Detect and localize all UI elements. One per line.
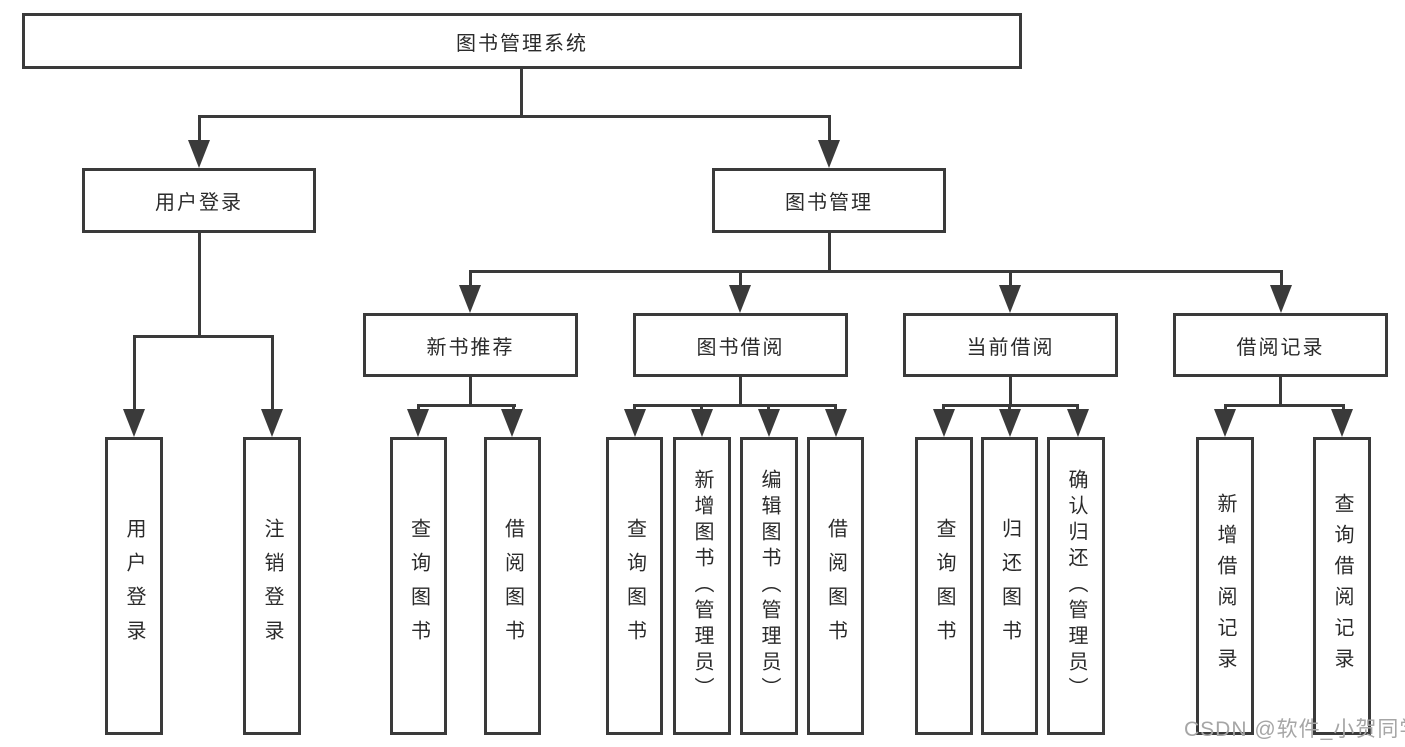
connector-current-stem xyxy=(1009,377,1012,407)
arrow-down-icon xyxy=(729,285,751,313)
leaf-borrow-query-books-label: 查询图书 xyxy=(623,518,646,654)
leaf-return-books: 归还图书 xyxy=(981,437,1038,735)
connector-leaf-drop xyxy=(700,404,703,411)
connector-borrow-stem xyxy=(739,377,742,407)
node-borrow-records-label: 借阅记录 xyxy=(1236,336,1325,359)
leaf-query-borrow-record-label: 查询借阅记录 xyxy=(1331,493,1353,679)
connector-leaf-drop xyxy=(1224,404,1227,411)
connector-records-stem xyxy=(1279,377,1282,407)
connector-user-stem xyxy=(198,233,201,338)
arrow-down-icon xyxy=(123,409,145,437)
leaf-edit-books-admin: 编辑图书（管理员） xyxy=(740,437,798,735)
node-root-label: 图书管理系统 xyxy=(456,32,588,55)
node-new-book-recommend-label: 新书推荐 xyxy=(426,336,515,359)
node-user-login-group-label: 用户登录 xyxy=(155,192,243,214)
node-borrow-records: 借阅记录 xyxy=(1173,313,1388,377)
arrow-down-icon xyxy=(691,409,713,437)
connector-leaf-drop xyxy=(512,404,515,411)
node-book-borrow: 图书借阅 xyxy=(633,313,848,377)
connector-recommend-stem xyxy=(469,377,472,407)
connector-borrow-bar xyxy=(633,404,837,407)
connector-borrow-drop xyxy=(739,270,742,287)
leaf-return-books-label: 归还图书 xyxy=(998,518,1021,654)
arrow-down-icon xyxy=(624,409,646,437)
leaf-current-query-books-label: 查询图书 xyxy=(933,518,955,654)
leaf-logout-label: 注销登录 xyxy=(261,518,283,654)
leaf-current-query-books: 查询图书 xyxy=(915,437,973,735)
leaf-recommend-query-books: 查询图书 xyxy=(390,437,447,735)
arrow-down-icon xyxy=(999,409,1021,437)
leaf-edit-books-admin-label: 编辑图书（管理员） xyxy=(758,469,780,703)
node-current-borrow-label: 当前借阅 xyxy=(966,336,1055,359)
leaf-logout: 注销登录 xyxy=(243,437,301,735)
leaf-borrow-books-label: 借阅图书 xyxy=(824,518,847,654)
connector-leaf-drop xyxy=(1342,404,1345,411)
connector-user-drop xyxy=(198,115,201,142)
connector-manage-drop xyxy=(828,115,831,142)
leaf-confirm-return-admin-label: 确认归还（管理员） xyxy=(1065,469,1087,703)
connector-leaf-drop xyxy=(633,404,636,411)
connector-current-drop xyxy=(1009,270,1012,287)
connector-records-drop xyxy=(1280,270,1283,287)
arrow-down-icon xyxy=(1270,285,1292,313)
leaf-recommend-borrow-books: 借阅图书 xyxy=(484,437,541,735)
arrow-down-icon xyxy=(758,409,780,437)
leaf-recommend-query-books-label: 查询图书 xyxy=(407,518,430,654)
node-root: 图书管理系统 xyxy=(22,13,1022,69)
arrow-down-icon xyxy=(825,409,847,437)
node-current-borrow: 当前借阅 xyxy=(903,313,1118,377)
node-book-borrow-label: 图书借阅 xyxy=(696,336,785,359)
connector-level3-bar xyxy=(469,270,1283,273)
csdn-watermark: CSDN @软件_小贺同学 xyxy=(1184,718,1405,741)
node-new-book-recommend: 新书推荐 xyxy=(363,313,578,377)
connector-leaf-drop xyxy=(834,404,837,411)
node-user-login-group: 用户登录 xyxy=(82,168,316,233)
connector-leaf-drop xyxy=(767,404,770,411)
leaf-borrow-books: 借阅图书 xyxy=(807,437,864,735)
arrow-down-icon xyxy=(459,285,481,313)
node-book-manage-group: 图书管理 xyxy=(712,168,946,233)
connector-user-child-drop xyxy=(133,335,136,411)
leaf-add-books-admin-label: 新增图书（管理员） xyxy=(691,469,713,703)
connector-leaf-drop xyxy=(1008,404,1011,411)
arrow-down-icon xyxy=(1067,409,1089,437)
arrow-down-icon xyxy=(407,409,429,437)
leaf-borrow-query-books: 查询图书 xyxy=(606,437,663,735)
connector-manage-stem xyxy=(828,233,831,273)
arrow-down-icon xyxy=(933,409,955,437)
arrow-down-icon xyxy=(261,409,283,437)
arrow-down-icon xyxy=(188,140,210,168)
leaf-add-borrow-record-label: 新增借阅记录 xyxy=(1214,493,1236,679)
connector-leaf-drop xyxy=(942,404,945,411)
connector-leaf-drop xyxy=(417,404,420,411)
leaf-add-borrow-record: 新增借阅记录 xyxy=(1196,437,1254,735)
connector-records-bar xyxy=(1224,404,1345,407)
leaf-recommend-borrow-books-label: 借阅图书 xyxy=(501,518,524,654)
arrow-down-icon xyxy=(501,409,523,437)
leaf-confirm-return-admin: 确认归还（管理员） xyxy=(1047,437,1105,735)
connector-root-stem xyxy=(520,69,523,117)
arrow-down-icon xyxy=(1331,409,1353,437)
arrow-down-icon xyxy=(818,140,840,168)
connector-recommend-drop xyxy=(469,270,472,287)
connector-recommend-bar xyxy=(417,404,516,407)
connector-level2-bar xyxy=(198,115,831,118)
node-book-manage-group-label: 图书管理 xyxy=(785,192,873,214)
arrow-down-icon xyxy=(999,285,1021,313)
leaf-user-login: 用户登录 xyxy=(105,437,163,735)
leaf-query-borrow-record: 查询借阅记录 xyxy=(1313,437,1371,735)
connector-user-child-drop xyxy=(271,335,274,411)
arrow-down-icon xyxy=(1214,409,1236,437)
connector-user-bar xyxy=(133,335,274,338)
leaf-add-books-admin: 新增图书（管理员） xyxy=(673,437,731,735)
connector-leaf-drop xyxy=(1076,404,1079,411)
leaf-user-login-label: 用户登录 xyxy=(123,518,145,654)
